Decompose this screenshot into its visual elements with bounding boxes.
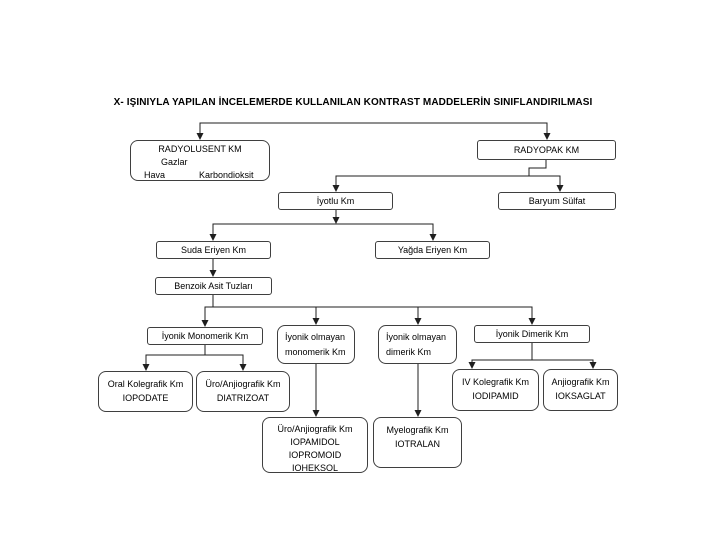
node-item-hava: Hava [144,170,166,180]
node-iv-kolegrafik-km: IV Kolegrafik Km IODIPAMID [452,369,539,411]
node-line1: İyonik olmayan [386,332,447,342]
node-line2: dimerik Km [386,347,432,357]
connector-iyonik-dimerik-split [468,343,597,369]
node-radyolusent-km: RADYOLUSENT KM Gazlar Hava Karbondioksit [130,140,270,181]
connector-benzoik-to-level4 [201,295,536,327]
node-uro-anjiografik-iopamidol: Üro/Anjiografik Km IOPAMIDOL IOPROMOID I… [262,417,368,473]
node-label: Baryum Sülfat [528,196,586,206]
node-uro-anjiografik-diatrizoat: Üro/Anjiografik Km DIATRIZOAT [196,371,290,412]
node-line2: monomerik Km [285,347,346,357]
node-label: Suda Eriyen Km [180,245,247,255]
node-iyonik-olmayan-dimerik-km: İyonik olmayan dimerik Km [378,325,457,364]
connector-dimerik-olmayan-down [414,364,422,417]
node-line1: Myelografik Km [386,425,449,435]
node-oral-kolegrafik-km: Oral Kolegrafik Km IOPODATE [98,371,193,412]
connector-suda-to-benzoik [209,259,217,277]
node-suda-eriyen-km: Suda Eriyen Km [156,241,271,259]
node-title: RADYOLUSENT KM [158,144,242,154]
node-label: Benzoik Asit Tuzları [174,281,253,291]
node-yagda-eriyen-km: Yağda Eriyen Km [375,241,490,259]
node-radyopak-km: RADYOPAK KM [477,140,616,160]
node-label: İyonik Monomerik Km [161,331,249,341]
node-line1: Oral Kolegrafik Km [107,379,184,389]
node-label: RADYOPAK KM [513,145,580,155]
node-line1: IV Kolegrafik Km [461,377,530,387]
node-line1: İyonik olmayan [285,332,346,342]
diagram-title: X- IŞINIYLA YAPILAN İNCELEMERDE KULLANIL… [113,97,593,108]
node-line4: IOHEKSOL [291,463,338,473]
node-line2: IOPAMIDOL [290,437,340,447]
node-baryum-sulfat: Baryum Sülfat [498,192,616,210]
connector-title-to-level1 [196,122,551,140]
node-iyotlu-km: İyotlu Km [278,192,393,210]
node-label: Yağda Eriyen Km [397,245,468,255]
node-myelografik-km: Myelografik Km IOTRALAN [373,417,462,468]
connector-monomerik-olmayan-down [312,364,320,417]
node-line2: IOTRALAN [394,439,440,449]
node-line2: IOKSAGLAT [555,391,606,401]
node-iyonik-monomerik-km: İyonik Monomerik Km [147,327,263,345]
node-line2: DIATRIZOAT [216,393,270,403]
node-item-karbondioksit: Karbondioksit [199,170,254,180]
node-label: İyotlu Km [316,196,355,206]
node-line1: Üro/Anjiografik Km [205,379,281,389]
node-benzoik-asit-tuzlari: Benzoik Asit Tuzları [155,277,272,295]
node-iyonik-olmayan-monomerik-km: İyonik olmayan monomerik Km [277,325,355,364]
node-line1: Anjiografik Km [551,377,610,387]
node-line2: IODIPAMID [472,391,519,401]
node-subtitle: Gazlar [161,157,188,167]
node-anjiografik-km: Anjiografik Km IOKSAGLAT [543,369,618,411]
node-line3: IOPROMOID [288,450,342,460]
node-label: İyonik Dimerik Km [495,329,569,339]
node-line2: IOPODATE [122,393,169,403]
connector-iyonik-monomerik-split [142,345,247,371]
connector-radyopak-to-level2 [332,160,564,192]
connector-iyotlu-to-level3 [209,210,437,241]
node-line1: Üro/Anjiografik Km [277,424,353,434]
node-iyonik-dimerik-km: İyonik Dimerik Km [474,325,590,343]
